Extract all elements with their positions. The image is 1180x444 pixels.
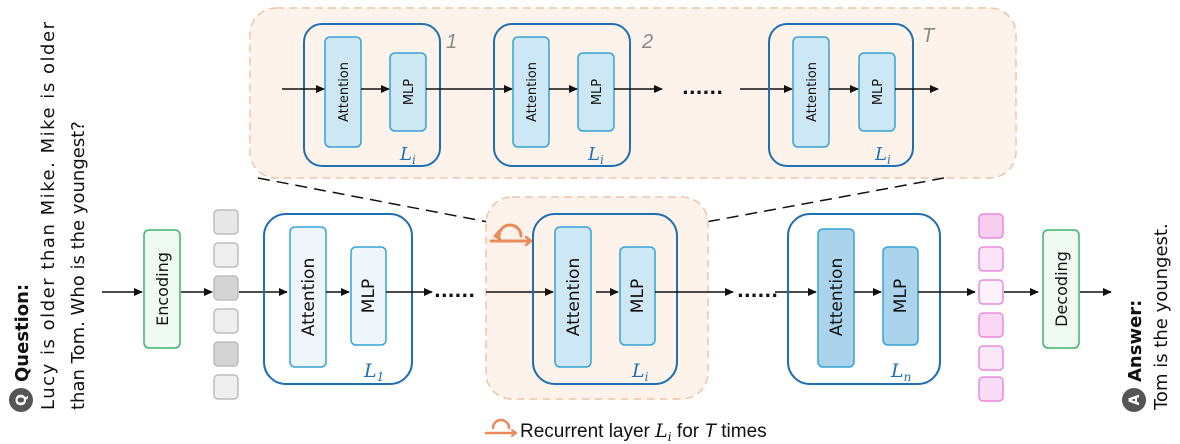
answer-title: Answer: — [1125, 300, 1146, 382]
zoom-line-left — [257, 177, 489, 223]
input-token — [213, 308, 239, 334]
layer-Ln: Attention MLP Ln — [787, 213, 941, 385]
input-token — [213, 341, 239, 367]
step-index: 1 — [446, 31, 457, 53]
mlp-block — [858, 52, 896, 132]
input-token — [213, 374, 239, 400]
mlp-label: MLP — [891, 279, 911, 313]
attention-block — [512, 36, 550, 148]
input-token — [213, 242, 239, 268]
input-tokens — [213, 209, 239, 400]
ellipsis-2: ...... — [737, 281, 778, 302]
encoding-label: Encoding — [153, 252, 172, 326]
layer-name: Li — [874, 144, 891, 167]
mlp-block — [350, 246, 387, 346]
layer-name: L1 — [363, 360, 384, 384]
step-index: T — [922, 25, 936, 47]
unrolled-step-1: Attention MLP Li 1 — [303, 23, 457, 167]
question-line-1: Lucy is older than Mike. Mike is older — [38, 21, 59, 410]
layer-name: Li — [587, 144, 604, 167]
recurrent-icon — [489, 223, 534, 247]
decoding-block — [1042, 229, 1080, 349]
layer-name: Li — [399, 144, 416, 167]
caption-text: Recurrent layer Li for T times — [520, 420, 767, 444]
attention-label: Attention — [525, 62, 540, 122]
unrolled-panel — [249, 7, 1017, 179]
attention-label: Attention — [299, 258, 319, 336]
encoding-block — [143, 229, 181, 349]
layer-L1: Attention MLP L1 — [263, 213, 413, 385]
attention-label: Attention — [564, 258, 584, 336]
answer-text: Tom is the youngest. — [1151, 223, 1172, 411]
attention-label: Attention — [805, 62, 820, 122]
svg-text:A: A — [1127, 394, 1143, 405]
mlp-block — [389, 52, 427, 132]
question-block: Q Question: Lucy is older than Mike. Mik… — [9, 21, 89, 412]
output-token — [978, 246, 1004, 272]
svg-text:Q: Q — [14, 394, 30, 406]
mlp-label: MLP — [628, 279, 648, 313]
output-token — [978, 312, 1004, 338]
mlp-block — [577, 52, 615, 132]
attention-block — [324, 36, 362, 148]
attention-label: Attention — [337, 62, 352, 122]
layer-name: Li — [631, 360, 649, 384]
mlp-block — [619, 246, 656, 346]
output-token — [978, 213, 1004, 239]
input-token — [213, 275, 239, 301]
layer-name: Ln — [890, 360, 911, 384]
decoding-label: Decoding — [1052, 251, 1071, 327]
question-line-2: than Tom. Who is the youngest? — [68, 121, 89, 410]
attention-block — [289, 226, 327, 368]
ellipsis-1: ...... — [434, 281, 475, 302]
unrolled-ellipsis: ...... — [682, 78, 723, 99]
mlp-label: MLP — [871, 79, 886, 105]
recurrent-legend-icon — [484, 418, 518, 437]
unrolled-step-2: Attention MLP Li 2 — [493, 23, 653, 167]
output-token — [978, 279, 1004, 305]
mlp-label: MLP — [402, 79, 417, 105]
output-tokens — [978, 213, 1004, 402]
output-token — [978, 345, 1004, 371]
attention-label: Attention — [827, 258, 847, 336]
mlp-label: MLP — [359, 279, 379, 313]
question-icon — [9, 388, 33, 412]
mlp-block — [882, 246, 919, 346]
question-title: Question: — [12, 284, 33, 382]
layer-Li: Attention MLP Li — [532, 213, 678, 385]
input-token — [213, 209, 239, 235]
mlp-label: MLP — [590, 79, 605, 105]
attention-block — [792, 36, 830, 148]
zoom-line-right — [705, 177, 945, 223]
answer-icon — [1122, 388, 1146, 412]
caption: Recurrent layer Li for T times — [484, 418, 767, 444]
answer-block: A Answer: Tom is the youngest. — [1122, 223, 1172, 412]
step-index: 2 — [641, 31, 653, 53]
unrolled-step-T: Attention MLP Li T — [768, 23, 936, 167]
attention-block — [554, 226, 592, 368]
output-token — [978, 376, 1004, 402]
attention-block — [817, 228, 855, 368]
